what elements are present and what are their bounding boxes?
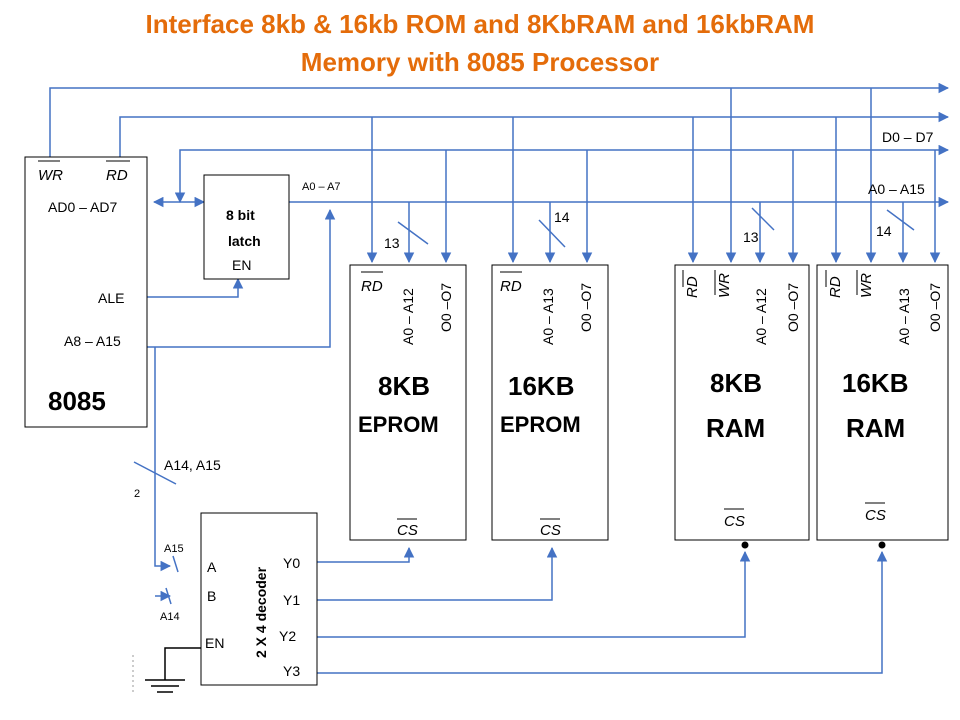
- rd-bus-line: [119, 111, 950, 157]
- svg-text:A14: A14: [160, 611, 180, 623]
- decoder-name: 2 X 4 decoder: [253, 566, 269, 658]
- ram-8kb-box: [674, 264, 810, 541]
- svg-text:CS: CS: [724, 513, 745, 530]
- eprom-8kb-size: 8KB: [378, 371, 430, 401]
- svg-text:A0 – A13: A0 – A13: [896, 288, 912, 345]
- cpu-ale-label: ALE: [98, 290, 124, 306]
- svg-text:O0 –O7: O0 –O7: [785, 283, 801, 332]
- svg-text:EN: EN: [205, 635, 224, 651]
- svg-text:Y2: Y2: [279, 628, 296, 644]
- cpu-ad-label: AD0 – AD7: [48, 199, 117, 215]
- svg-text:RAM: RAM: [706, 413, 765, 443]
- ground-symbol: [132, 647, 201, 693]
- a8-a15-line: [147, 208, 336, 348]
- svg-text:A0 – A13: A0 – A13: [540, 288, 556, 345]
- cpu-a8-label: A8 – A15: [64, 333, 121, 349]
- svg-text:A: A: [207, 559, 217, 575]
- a14-a15-label: A14, A15: [164, 457, 221, 473]
- svg-text:Y3: Y3: [283, 663, 300, 679]
- svg-text:WR: WR: [858, 273, 875, 298]
- ram-8kb-size: 8KB: [710, 368, 762, 398]
- svg-text:13: 13: [743, 229, 759, 245]
- ram-16kb-size: 16KB: [842, 368, 908, 398]
- svg-text:A0 – A12: A0 – A12: [753, 288, 769, 345]
- cpu-wr-label: WR: [38, 167, 63, 184]
- svg-text:A0 – A12: A0 – A12: [400, 288, 416, 345]
- decoder-box: [200, 512, 318, 686]
- svg-text:O0 –O7: O0 –O7: [927, 283, 943, 332]
- svg-text:CS: CS: [865, 507, 886, 524]
- svg-text:14: 14: [554, 209, 570, 225]
- a14-a15-line: [154, 347, 172, 572]
- svg-text:RD: RD: [361, 278, 383, 295]
- cpu-8085-box: [24, 156, 148, 428]
- svg-text:Y0: Y0: [283, 555, 300, 571]
- latch-box: [203, 174, 290, 280]
- eprom-16kb-box: [491, 264, 609, 541]
- ale-line: [147, 277, 244, 298]
- svg-text:B: B: [207, 588, 216, 604]
- eprom-16kb-size: 16KB: [508, 371, 574, 401]
- svg-text:13: 13: [384, 235, 400, 251]
- cpu-rd-label: RD: [106, 167, 128, 184]
- svg-text:O0 –O7: O0 –O7: [578, 283, 594, 332]
- svg-text:RAM: RAM: [846, 413, 905, 443]
- latch-label-2: latch: [228, 233, 261, 249]
- svg-text:RD: RD: [684, 276, 701, 298]
- svg-text:2: 2: [134, 488, 140, 500]
- svg-text:A15: A15: [164, 543, 184, 555]
- svg-text:WR: WR: [716, 273, 733, 298]
- svg-text:CS: CS: [540, 522, 561, 539]
- svg-text:Y1: Y1: [283, 592, 300, 608]
- svg-text:RD: RD: [827, 276, 844, 298]
- latch-label-1: 8 bit: [226, 207, 255, 223]
- bus-a0-a7-label: A0 – A7: [302, 181, 341, 193]
- svg-text:CS: CS: [397, 522, 418, 539]
- wr-bus-line: [49, 82, 950, 157]
- latch-en-label: EN: [232, 257, 251, 273]
- svg-text:EPROM: EPROM: [500, 412, 581, 437]
- bus-a0-a15-label: A0 – A15: [868, 181, 925, 197]
- svg-text:14: 14: [876, 223, 892, 239]
- svg-text:EPROM: EPROM: [358, 412, 439, 437]
- cpu-name: 8085: [48, 386, 106, 416]
- eprom-8kb-box: [349, 264, 467, 541]
- title-line-1: Interface 8kb & 16kb ROM and 8KbRAM and …: [145, 9, 815, 39]
- title-line-2: Memory with 8085 Processor: [300, 47, 660, 77]
- bus-wires: [49, 82, 950, 674]
- data-bus-line: [174, 144, 950, 204]
- svg-text:RD: RD: [500, 278, 522, 295]
- bus-d0-d7-label: D0 – D7: [882, 129, 934, 145]
- ram-16kb-box: [816, 264, 949, 541]
- svg-text:O0 –O7: O0 –O7: [438, 283, 454, 332]
